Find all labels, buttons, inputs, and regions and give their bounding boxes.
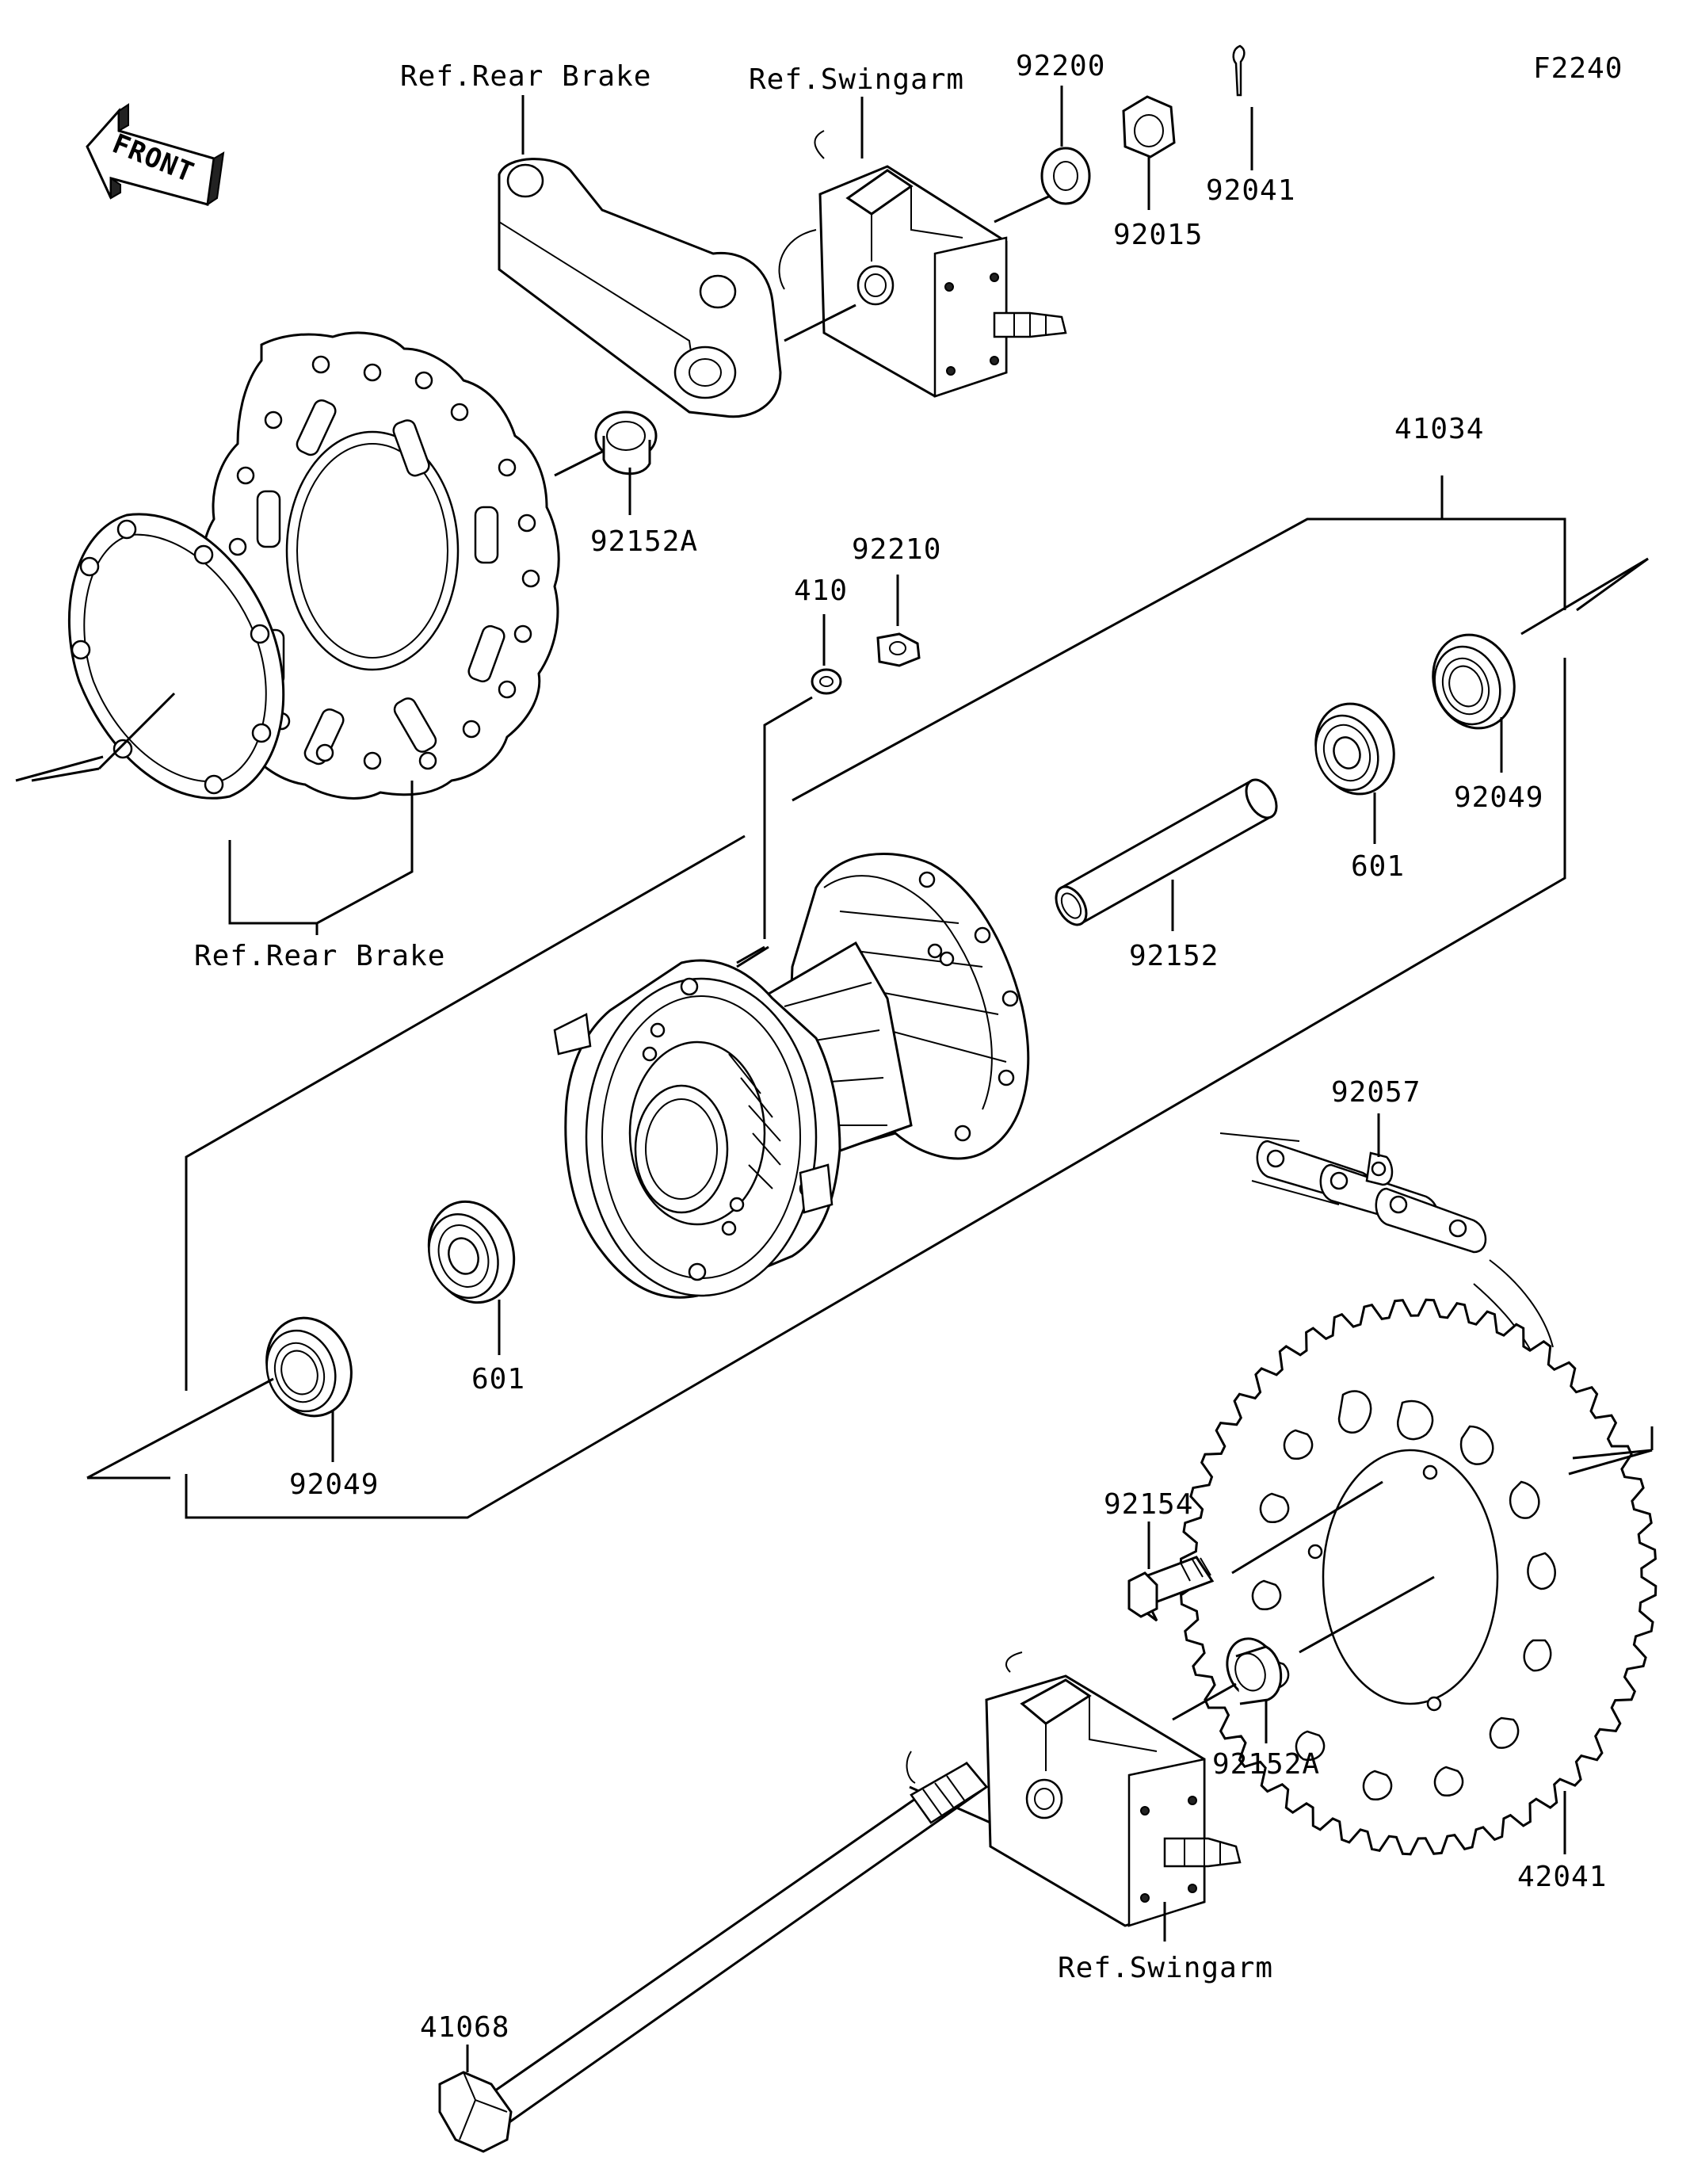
washer-410 xyxy=(763,614,842,939)
rear-sprocket xyxy=(1179,1298,1658,1856)
diagram-code: F2240 xyxy=(1533,52,1623,85)
bolt-92154 xyxy=(1127,1522,1215,1622)
nut-92210 xyxy=(876,575,921,667)
cotter-pin-92041 xyxy=(1232,44,1253,170)
disc-gasket xyxy=(15,513,285,800)
label-ref-rear-brake-bottom: Ref.Rear Brake xyxy=(194,940,445,972)
part-labels: Ref.Rear Brake Ref.Swingarm 92200 92015 … xyxy=(194,50,1607,2044)
label-92210: 92210 xyxy=(852,533,941,566)
sprocket-cutouts xyxy=(1251,1390,1556,1801)
oil-seal-92049-right xyxy=(1432,557,1649,773)
brake-disc xyxy=(200,331,560,800)
label-410: 410 xyxy=(794,575,848,607)
collar-92152a-top xyxy=(554,410,658,515)
label-92152: 92152 xyxy=(1129,940,1219,972)
swingarm-end-top xyxy=(778,130,1067,398)
collar-92152a-bottom xyxy=(1172,1637,1283,1743)
label-601-right: 601 xyxy=(1351,850,1405,883)
label-92015: 92015 xyxy=(1113,219,1203,251)
bearing-601-right xyxy=(1314,702,1395,844)
front-arrow-icon: FRONT xyxy=(86,103,225,207)
assembly-frame-41034 xyxy=(185,475,1566,1519)
label-92200: 92200 xyxy=(1016,50,1105,82)
washer-92200 xyxy=(1040,86,1091,205)
label-92049-left: 92049 xyxy=(289,1468,379,1501)
label-92152a-top: 92152A xyxy=(590,525,698,558)
rear-brake-bracket xyxy=(498,158,782,418)
label-92041: 92041 xyxy=(1206,174,1295,207)
spacer-92152 xyxy=(1055,778,1278,931)
label-ref-swingarm-bottom: Ref.Swingarm xyxy=(1058,1952,1273,1984)
leader-ref-rear-brake-bottom xyxy=(228,781,414,925)
label-92154: 92154 xyxy=(1104,1488,1193,1521)
label-41034: 41034 xyxy=(1394,413,1484,445)
axle-41068 xyxy=(438,1761,989,2153)
label-601-left: 601 xyxy=(471,1363,525,1396)
bearing-601-left xyxy=(427,1200,516,1355)
label-ref-rear-brake-top: Ref.Rear Brake xyxy=(400,60,651,93)
drive-chain xyxy=(1219,1113,1554,1356)
label-ref-swingarm-top: Ref.Swingarm xyxy=(749,63,964,96)
swingarm-end-bottom xyxy=(906,1651,1242,1942)
rear-hub xyxy=(553,853,1030,1299)
castle-nut-92015 xyxy=(1122,95,1176,210)
label-92057: 92057 xyxy=(1331,1076,1421,1109)
label-41068: 41068 xyxy=(420,2011,509,2044)
oil-seal-92049-left xyxy=(86,1316,353,1480)
label-92049-right: 92049 xyxy=(1454,781,1543,814)
label-42041: 42041 xyxy=(1517,1861,1607,1893)
label-92152a-bottom: 92152A xyxy=(1212,1748,1320,1781)
